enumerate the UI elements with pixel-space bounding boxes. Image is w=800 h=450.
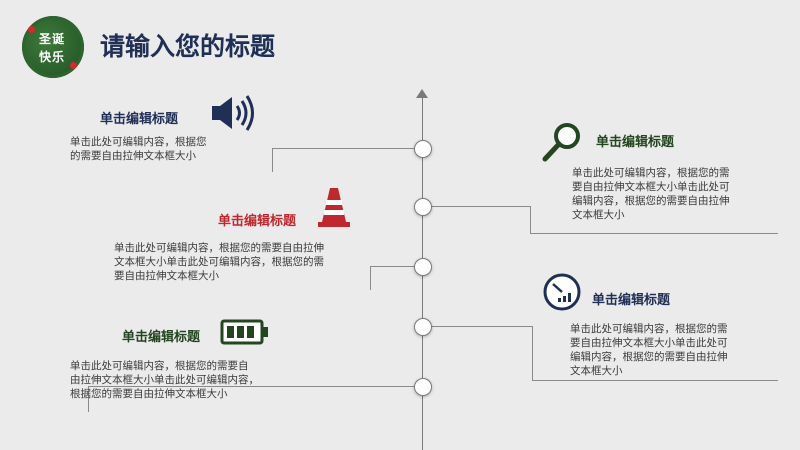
connector-drop-2 (530, 206, 531, 233)
item-4-title[interactable]: 单击编辑标题 (592, 293, 671, 308)
connector-drop-3 (370, 266, 371, 290)
item-2-body[interactable]: 单击此处可编辑内容，根据您的需 要自由拉伸文本框大小单击此处可 编辑内容，根据您… (572, 167, 730, 221)
connector-line-4 (430, 326, 532, 327)
connector-drop-4 (532, 326, 533, 380)
page-title: 请输入您的标题 (100, 32, 276, 61)
battery-icon (220, 319, 268, 345)
logo-text-line1: 圣诞 (39, 32, 66, 46)
item-3-body[interactable]: 单击此处可编辑内容，根据您的需要自由拉伸 文本框大小单击此处可编辑内容，根据您的… (114, 242, 324, 282)
speaker-icon (212, 95, 254, 131)
item-1-title[interactable]: 单击编辑标题 (100, 112, 179, 127)
item-5-body[interactable]: 单击此处可编辑内容，根据您的需要自 由拉伸文本框大小单击此处可编辑内容， 根据您… (70, 360, 259, 400)
gauge-icon (543, 273, 581, 311)
timeline-node-2[interactable] (414, 198, 432, 216)
timeline-node-4[interactable] (414, 318, 432, 336)
item-1-body[interactable]: 单击此处可编辑内容，根据您 的需要自由拉伸文本框大小 (70, 136, 207, 162)
connector-base-4 (532, 380, 778, 381)
connector-drop-5 (88, 386, 89, 412)
connector-drop-1 (272, 148, 273, 172)
berry-icon (28, 26, 35, 33)
logo-text-line2: 快乐 (39, 50, 66, 64)
connector-line-1 (272, 148, 414, 149)
timeline-arrow-icon (416, 89, 428, 98)
item-2-title[interactable]: 单击编辑标题 (596, 135, 675, 150)
item-5-title[interactable]: 单击编辑标题 (122, 330, 201, 345)
timeline-node-5[interactable] (414, 378, 432, 396)
item-3-title[interactable]: 单击编辑标题 (218, 214, 297, 229)
connector-line-5 (88, 386, 414, 387)
connector-line-2 (430, 206, 530, 207)
timeline-node-3[interactable] (414, 258, 432, 276)
item-4-body[interactable]: 单击此处可编辑内容，根据您的需 要自由拉伸文本框大小单击此处可 编辑内容，根据您… (570, 323, 728, 377)
traffic-cone-icon (318, 188, 350, 227)
christmas-logo: 圣诞 快乐 (22, 16, 84, 78)
connector-base-2 (530, 233, 778, 234)
berry-icon (70, 62, 77, 69)
timeline-node-1[interactable] (414, 140, 432, 158)
connector-line-3 (370, 266, 414, 267)
magnifier-icon (542, 123, 580, 162)
